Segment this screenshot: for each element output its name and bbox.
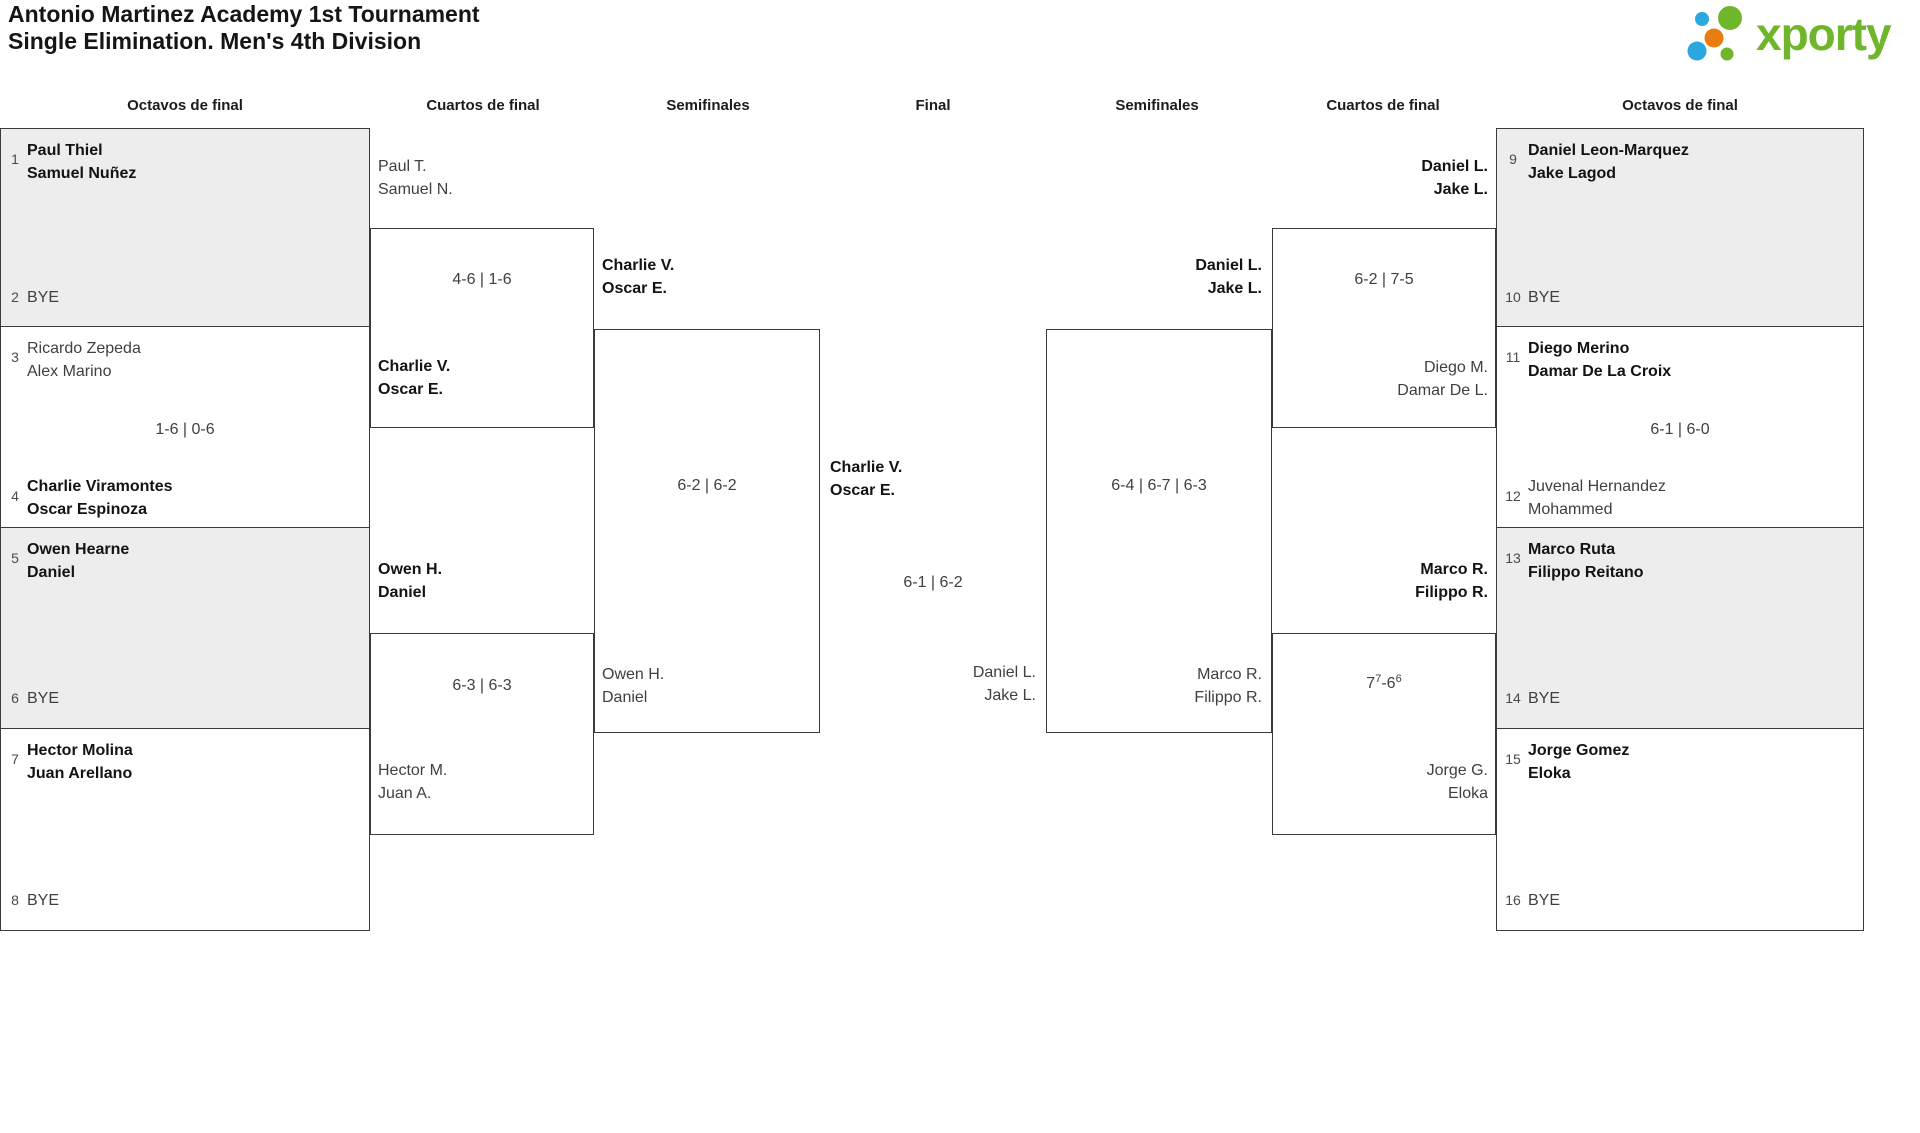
match-box-sf2[interactable]: 6-4 | 6-7 | 6-3 (1046, 329, 1272, 733)
seed-number: 9 (1509, 151, 1517, 167)
tournament-subtitle: Single Elimination. Men's 4th Division (8, 28, 422, 54)
qf1-bottom-team: Charlie V.Oscar E. (378, 358, 451, 398)
logo-dot-blue-large (1687, 41, 1707, 61)
round-header-octavos-left: Octavos de final (127, 97, 243, 114)
round-header-semis-left: Semifinales (666, 97, 750, 114)
seed-number: 8 (11, 892, 19, 908)
logo-dot-green-large (1718, 6, 1742, 30)
seed-number: 10 (1505, 289, 1521, 305)
match-score: 4-6 | 1-6 (452, 271, 512, 288)
match-score: 1-6 | 0-6 (155, 421, 215, 438)
logo-dot-blue-small (1695, 12, 1709, 26)
round-header-cuartos-right: Cuartos de final (1326, 97, 1440, 114)
match-score: 6-3 | 6-3 (452, 677, 512, 694)
seed-number: 14 (1505, 690, 1521, 706)
qf1-top-team: Paul T.Samuel N. (378, 158, 453, 198)
seed-number: 4 (11, 488, 19, 504)
bye-label: BYE (27, 289, 60, 306)
match-score: 6-2 | 7-5 (1354, 271, 1414, 288)
logo-dot-orange (1704, 28, 1724, 48)
logo-wordmark: xporty (1756, 8, 1892, 60)
seed-number: 3 (11, 349, 19, 365)
match-box-qf4[interactable]: 77-66 (1272, 633, 1496, 835)
final-runnerup-team: Daniel L.Jake L. (972, 664, 1036, 704)
bye-label: BYE (1528, 289, 1561, 306)
match-box-sf1[interactable]: 6-2 | 6-2 (594, 329, 820, 733)
qf2-top-team: Owen H.Daniel (378, 561, 443, 601)
match-score: 6-2 | 6-2 (677, 477, 737, 494)
match-box-qf1[interactable]: 4-6 | 1-6 (370, 228, 594, 428)
sf1-top-team: Charlie V.Oscar E. (602, 257, 675, 297)
seed-number: 1 (11, 151, 19, 167)
seed-number: 13 (1505, 550, 1521, 566)
seed-number: 12 (1505, 488, 1521, 504)
seed-number: 2 (11, 289, 19, 305)
bye-label: BYE (27, 690, 60, 707)
qf2-bottom-team: Hector M.Juan A. (378, 762, 448, 802)
qf3-top-team: Daniel L.Jake L. (1421, 158, 1488, 198)
match-score: 6-4 | 6-7 | 6-3 (1111, 477, 1207, 494)
match-box-qf3[interactable]: 6-2 | 7-5 (1272, 228, 1496, 428)
tournament-title: Antonio Martinez Academy 1st Tournament (8, 1, 480, 27)
seed-number: 11 (1505, 349, 1521, 365)
final-score: 6-1 | 6-2 (903, 574, 963, 591)
sf2-top-team: Daniel L.Jake L. (1195, 257, 1262, 297)
seed-number: 6 (11, 690, 19, 706)
round-header-cuartos-left: Cuartos de final (426, 97, 540, 114)
qf4-bottom-team: Jorge G.Eloka (1426, 762, 1488, 802)
final-winner-team: Charlie V.Oscar E. (830, 459, 903, 499)
seed-number: 16 (1505, 892, 1521, 908)
bye-label: BYE (1528, 892, 1561, 909)
logo-dot-green-small (1720, 47, 1734, 61)
round-header-semis-right: Semifinales (1115, 97, 1199, 114)
match-box-qf2[interactable]: 6-3 | 6-3 (370, 633, 594, 835)
sf1-bottom-team: Owen H.Daniel (602, 666, 665, 706)
seed-number: 5 (11, 550, 19, 566)
seed-number: 7 (11, 751, 19, 767)
xporty-logo[interactable]: xporty (1682, 2, 1914, 66)
bye-label: BYE (27, 892, 60, 909)
round-header-octavos-right: Octavos de final (1622, 97, 1738, 114)
seed-number: 15 (1505, 751, 1521, 767)
round-header-final: Final (915, 97, 951, 114)
bye-label: BYE (1528, 690, 1561, 707)
qf3-bottom-team: Diego M.Damar De L. (1397, 359, 1488, 399)
match-score: 6-1 | 6-0 (1650, 421, 1710, 438)
match-score-tiebreak: 77-66 (1366, 673, 1402, 692)
qf4-top-team: Marco R.Filippo R. (1415, 561, 1488, 601)
sf2-bottom-team: Marco R.Filippo R. (1194, 666, 1262, 706)
